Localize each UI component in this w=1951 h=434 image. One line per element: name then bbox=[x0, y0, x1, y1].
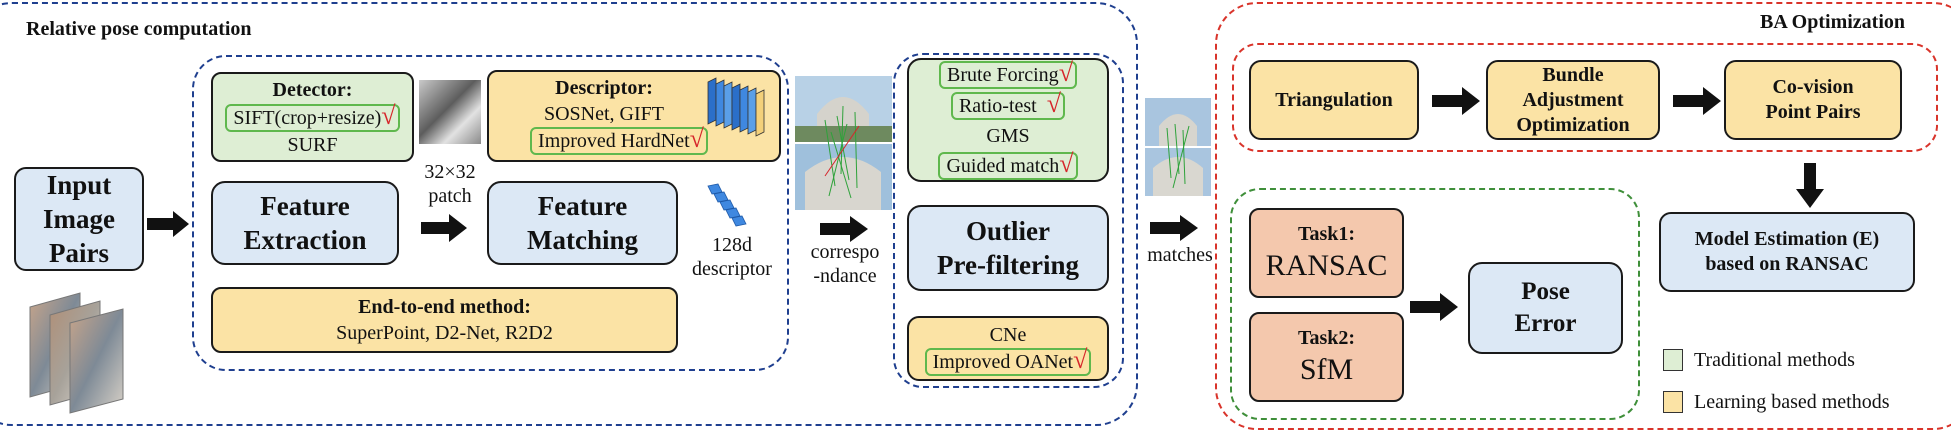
brute-forcing-item: Brute Forcing√ bbox=[939, 57, 1077, 89]
ba-pipeline-region bbox=[1232, 43, 1938, 152]
model-estimation-box: Model Estimation (E) based on RANSAC bbox=[1659, 212, 1915, 292]
end-to-end-box: End-to-end method: SuperPoint, D2-Net, R… bbox=[211, 287, 678, 353]
correspondance-line1: correspo bbox=[810, 241, 880, 263]
matches-label: matches bbox=[1147, 244, 1213, 266]
guided-match-label: Guided match bbox=[946, 154, 1060, 177]
outlier-prefiltering-box: Outlier Pre-filtering bbox=[907, 205, 1109, 291]
detector-title: Detector: bbox=[272, 79, 353, 101]
descriptor-hardnet-label: Improved HardNet bbox=[538, 130, 690, 152]
feature-matching-line2: Matching bbox=[527, 225, 638, 255]
end-to-end-methods: SuperPoint, D2-Net, R2D2 bbox=[336, 321, 553, 344]
descriptor-128d-label: 128d descriptor bbox=[680, 233, 784, 281]
covision-point-pairs-box: Co-vision Point Pairs bbox=[1724, 60, 1902, 140]
bundle-line3: Optimization bbox=[1516, 113, 1630, 136]
feature-extraction-box: Feature Extraction bbox=[211, 181, 399, 265]
task1-box: Task1: RANSAC bbox=[1249, 208, 1404, 298]
feature-pipeline-region bbox=[192, 55, 789, 371]
guided-match-item: Guided match√ bbox=[938, 148, 1078, 180]
ba-optimization-region bbox=[1215, 2, 1951, 430]
pose-error-line2: Error bbox=[1514, 310, 1577, 337]
check-mark-icon: √ bbox=[1059, 148, 1074, 178]
feature-matching-line1: Feature bbox=[537, 191, 628, 221]
task2-title: Task2: bbox=[1297, 327, 1356, 349]
task1-title: Task1: bbox=[1297, 223, 1356, 245]
input-image-pairs-box: Input Image Pairs bbox=[14, 167, 144, 271]
legend-traditional-swatch bbox=[1663, 349, 1683, 371]
end-to-end-title: End-to-end method: bbox=[358, 295, 531, 318]
arrow-outlier-to-ba bbox=[1150, 215, 1198, 241]
ratio-test-item: Ratio-test √ bbox=[950, 88, 1066, 120]
check-mark-icon: √ bbox=[1046, 88, 1062, 118]
task1-name: RANSAC bbox=[1265, 249, 1388, 282]
descriptor-title: Descriptor: bbox=[555, 77, 653, 99]
patch-line2: patch bbox=[428, 185, 472, 207]
arrow-triangulation-to-bundle bbox=[1432, 87, 1480, 115]
feature-map-stack-icon bbox=[707, 77, 765, 137]
ba-optimization-title: BA Optimization bbox=[1760, 11, 1906, 33]
outlier-line1: Outlier bbox=[966, 216, 1050, 246]
detector-surf-label: SURF bbox=[287, 134, 338, 156]
patch-label: 32×32 patch bbox=[412, 160, 488, 208]
descriptor-sosnet-label: SOSNet, GIFT bbox=[543, 103, 664, 125]
patch-image bbox=[419, 80, 481, 144]
improved-oanet-item: Improved OANet√ bbox=[924, 344, 1092, 376]
arrow-correspondence-to-outlier bbox=[820, 216, 868, 242]
pose-error-line1: Pose bbox=[1521, 278, 1570, 305]
gms-label: GMS bbox=[986, 124, 1030, 147]
ratio-test-label: Ratio-test bbox=[958, 94, 1037, 117]
input-line2: Image bbox=[43, 204, 115, 234]
patch-line1: 32×32 bbox=[424, 161, 476, 183]
model-estimation-line1: Model Estimation (E) bbox=[1694, 228, 1880, 250]
desc128-line1: 128d bbox=[712, 234, 752, 256]
arrow-input-to-extraction bbox=[147, 211, 189, 237]
detector-box: Detector: SIFT(crop+resize)√ SURF bbox=[211, 72, 414, 162]
check-mark-icon: √ bbox=[689, 124, 704, 153]
correspondance-line2: -ndance bbox=[813, 265, 877, 287]
bundle-line2: Adjustment bbox=[1522, 88, 1624, 111]
improved-oanet-label: Improved OANet bbox=[932, 350, 1074, 373]
learned-filter-box: CNe Improved OANet√ bbox=[907, 316, 1109, 381]
feature-extraction-line1: Feature bbox=[260, 191, 350, 221]
brute-forcing-label: Brute Forcing bbox=[947, 63, 1059, 86]
matches-image bbox=[1145, 98, 1211, 196]
legend-traditional-label: Traditional methods bbox=[1694, 349, 1855, 371]
arrow-bundle-to-covision bbox=[1673, 87, 1721, 115]
tasks-region bbox=[1230, 188, 1640, 420]
outlier-line2: Pre-filtering bbox=[937, 250, 1079, 280]
relative-pose-title: Relative pose computation bbox=[26, 18, 252, 40]
arrow-covision-to-model bbox=[1796, 163, 1824, 208]
relative-pose-region bbox=[0, 2, 1138, 426]
check-mark-icon: √ bbox=[1073, 344, 1088, 374]
model-estimation-line2: based on RANSAC bbox=[1705, 253, 1869, 275]
check-mark-icon: √ bbox=[381, 101, 396, 130]
matching-methods-box: Brute Forcing√ Ratio-test √ GMS Guided m… bbox=[907, 58, 1109, 182]
covision-line2: Point Pairs bbox=[1765, 101, 1861, 123]
descriptor-hardnet-item: Improved HardNet√ bbox=[530, 124, 708, 155]
feature-matching-box: Feature Matching bbox=[487, 181, 678, 265]
triangulation-box: Triangulation bbox=[1249, 60, 1419, 140]
bundle-line1: Bundle bbox=[1542, 63, 1604, 86]
correspondence-image bbox=[795, 76, 892, 210]
check-mark-icon: √ bbox=[1058, 57, 1073, 87]
correspondance-label: correspo -ndance bbox=[800, 240, 890, 288]
task2-name: SfM bbox=[1299, 353, 1354, 386]
input-line1: Input bbox=[46, 170, 112, 200]
input-image-thumbnails bbox=[28, 285, 138, 415]
feature-extraction-line2: Extraction bbox=[243, 225, 367, 255]
legend-learning-label: Learning based methods bbox=[1694, 391, 1890, 413]
detector-sift-item: SIFT(crop+resize)√ bbox=[225, 101, 400, 132]
detector-sift-label: SIFT(crop+resize) bbox=[233, 107, 382, 129]
legend-learning-swatch bbox=[1663, 391, 1683, 413]
cne-label: CNe bbox=[989, 323, 1027, 346]
bundle-adjustment-box: Bundle Adjustment Optimization bbox=[1486, 60, 1660, 140]
arrow-extraction-to-matching bbox=[421, 214, 467, 242]
arrow-tasks-to-pose-error bbox=[1410, 293, 1458, 321]
descriptor-vector-icon bbox=[707, 183, 747, 227]
covision-line1: Co-vision bbox=[1772, 76, 1854, 98]
pose-error-box: Pose Error bbox=[1468, 262, 1623, 354]
task2-box: Task2: SfM bbox=[1249, 312, 1404, 402]
outlier-region bbox=[893, 53, 1124, 388]
desc128-line2: descriptor bbox=[692, 258, 772, 280]
input-line3: Pairs bbox=[49, 238, 109, 268]
